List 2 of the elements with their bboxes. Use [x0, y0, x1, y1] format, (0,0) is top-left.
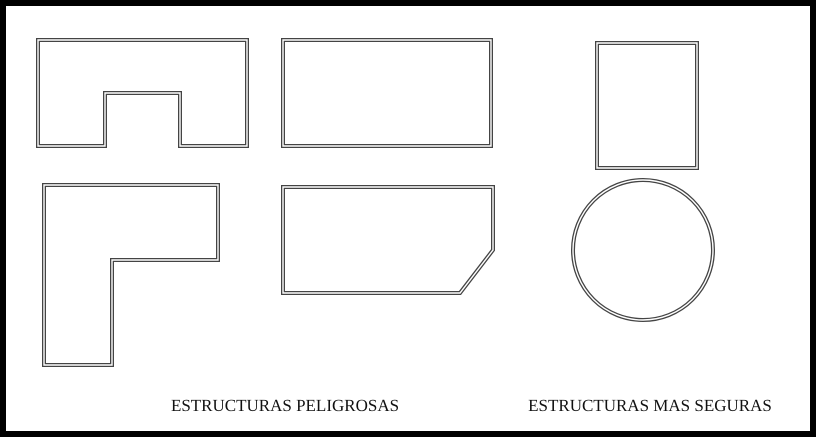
caption-text: ESTRUCTURAS MAS SEGURAS	[528, 396, 772, 416]
caption-text: ESTRUCTURAS PELIGROSAS	[170, 396, 400, 416]
